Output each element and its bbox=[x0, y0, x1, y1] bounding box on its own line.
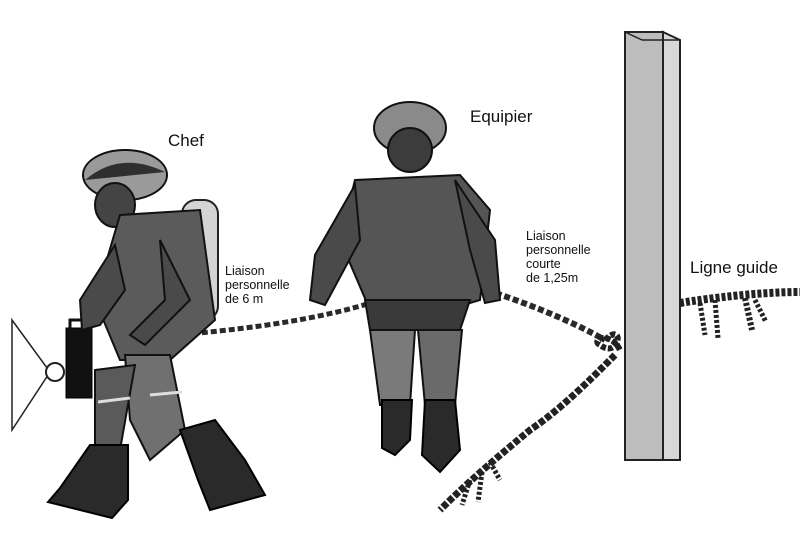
label-liaison-6m: Liaison personnelle de 6 m bbox=[225, 264, 290, 306]
label-equipier: Equipier bbox=[470, 107, 532, 127]
wall bbox=[625, 32, 680, 460]
hand-lamp-icon bbox=[12, 320, 92, 430]
label-liaison-courte: Liaison personnelle courte de 1,25m bbox=[526, 229, 591, 285]
equipier-firefighter bbox=[310, 102, 500, 472]
ligne-guide-rope bbox=[680, 292, 800, 338]
label-chef: Chef bbox=[168, 131, 204, 151]
label-ligne-guide: Ligne guide bbox=[690, 258, 778, 278]
